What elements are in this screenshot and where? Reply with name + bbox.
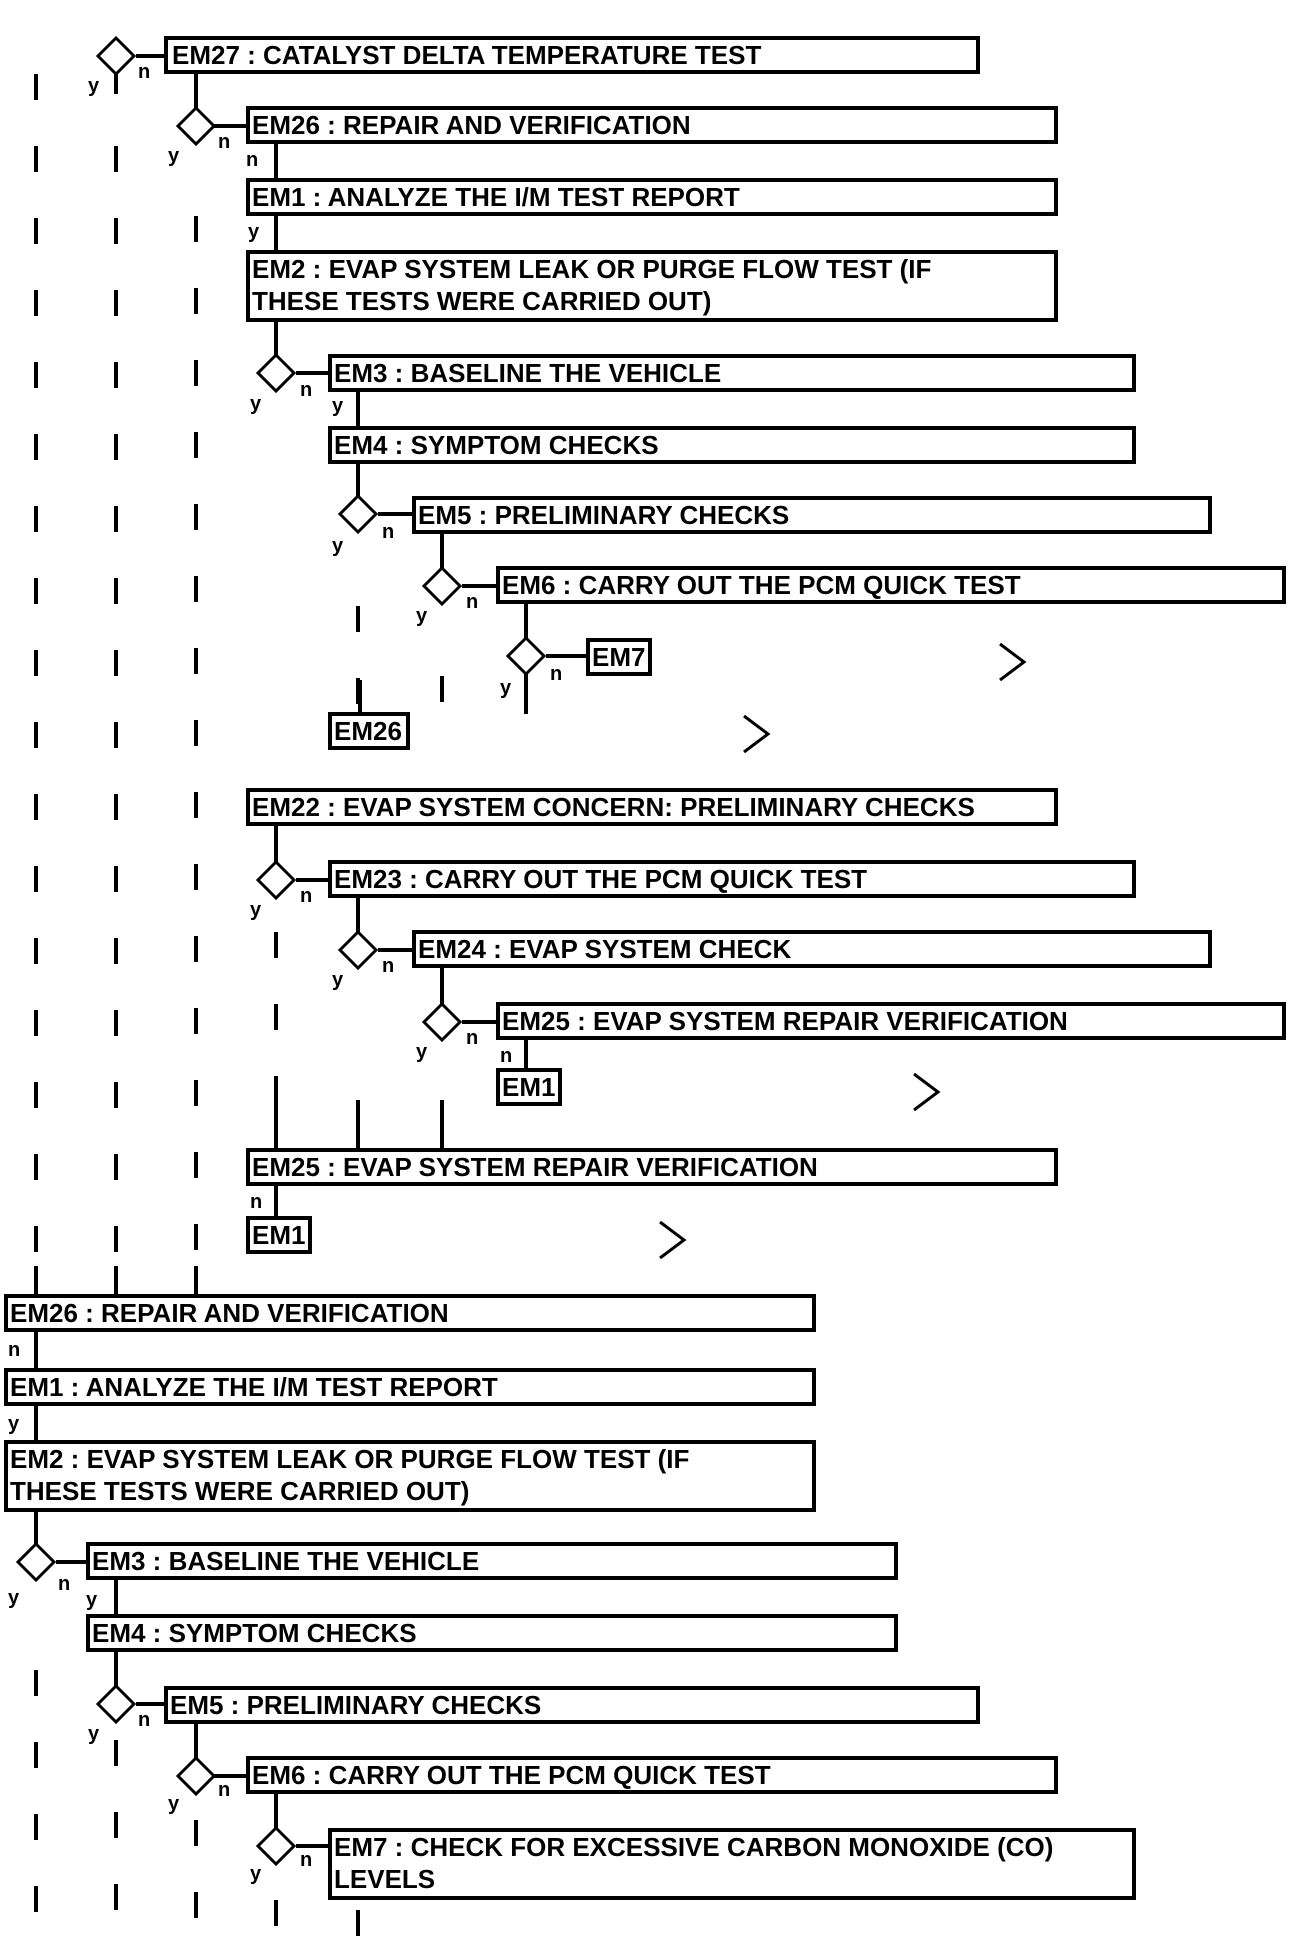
no-marker: n	[138, 61, 150, 83]
em1-label: EM1 : ANALYZE THE I/M TEST REPORT	[10, 1372, 498, 1402]
em7-ref-label: EM7	[592, 642, 645, 672]
no-marker: n	[300, 1849, 312, 1871]
decision-diamonds	[15, 35, 547, 1867]
em2-label-line1: EM2 : EVAP SYSTEM LEAK OR PURGE FLOW TES…	[10, 1444, 689, 1474]
em22-label: EM22 : EVAP SYSTEM CONCERN: PRELIMINARY …	[252, 792, 975, 822]
no-marker: n	[500, 1045, 512, 1067]
no-marker: n	[246, 149, 258, 171]
em24-label: EM24 : EVAP SYSTEM CHECK	[418, 934, 791, 964]
yes-marker: y	[248, 221, 260, 243]
yes-marker: y	[86, 1589, 98, 1611]
decision-diamond	[421, 565, 463, 607]
em7-label-line2: LEVELS	[334, 1864, 435, 1894]
decision-diamond	[337, 929, 379, 971]
yes-no-markers: y n y n n y y n y y n y n y n y n y n y …	[8, 61, 562, 1885]
em27-label: EM27 : CATALYST DELTA TEMPERATURE TEST	[172, 40, 761, 70]
em4-label: EM4 : SYMPTOM CHECKS	[92, 1618, 417, 1648]
em26-ref-label: EM26	[334, 716, 402, 746]
em26-label: EM26 : REPAIR AND VERIFICATION	[10, 1298, 449, 1328]
yes-marker: y	[332, 535, 344, 557]
no-marker: n	[8, 1339, 20, 1361]
em2-label-line2: THESE TESTS WERE CARRIED OUT)	[252, 286, 711, 316]
chevron-right-icon	[999, 642, 1027, 682]
em3-label: EM3 : BASELINE THE VEHICLE	[92, 1546, 479, 1576]
no-marker: n	[250, 1191, 262, 1213]
no-marker: n	[300, 885, 312, 907]
yes-marker: y	[8, 1413, 20, 1435]
em1-ref-label: EM1	[252, 1220, 305, 1250]
yes-marker: y	[88, 1723, 100, 1745]
yes-marker: y	[168, 145, 180, 167]
yes-marker: y	[332, 969, 344, 991]
yes-marker: y	[250, 393, 262, 415]
yes-marker: y	[250, 899, 262, 921]
em3-label: EM3 : BASELINE THE VEHICLE	[334, 358, 721, 388]
no-marker: n	[550, 663, 562, 685]
yes-marker: y	[88, 75, 100, 97]
em7-label-line1: EM7 : CHECK FOR EXCESSIVE CARBON MONOXID…	[334, 1832, 1053, 1862]
yes-marker: y	[416, 1041, 428, 1063]
em1-label: EM1 : ANALYZE THE I/M TEST REPORT	[252, 182, 740, 212]
chevron-right-icon	[743, 714, 771, 754]
connector-lines	[34, 54, 588, 1848]
decision-diamond	[337, 493, 379, 535]
em2-label-line1: EM2 : EVAP SYSTEM LEAK OR PURGE FLOW TES…	[252, 254, 931, 284]
em25-label: EM25 : EVAP SYSTEM REPAIR VERIFICATION	[502, 1006, 1068, 1036]
no-marker: n	[300, 379, 312, 401]
yes-marker: y	[168, 1793, 180, 1815]
yes-marker: y	[250, 1863, 262, 1885]
decision-diamond	[421, 1001, 463, 1043]
yes-marker: y	[8, 1587, 20, 1609]
decision-diamond	[175, 1755, 217, 1797]
no-marker: n	[218, 1779, 230, 1801]
em26-label: EM26 : REPAIR AND VERIFICATION	[252, 110, 691, 140]
em25-label: EM25 : EVAP SYSTEM REPAIR VERIFICATION	[252, 1152, 818, 1182]
decision-diamond	[95, 1683, 137, 1725]
decision-diamond	[15, 1541, 57, 1583]
em1-ref-label: EM1	[502, 1072, 555, 1102]
process-boxes[interactable]	[4, 36, 1286, 1900]
em23-label: EM23 : CARRY OUT THE PCM QUICK TEST	[334, 864, 867, 894]
no-marker: n	[138, 1709, 150, 1731]
chevron-right-icon	[659, 1220, 687, 1260]
yes-marker: y	[416, 605, 428, 627]
yes-marker: y	[332, 395, 344, 417]
em2-label-line2: THESE TESTS WERE CARRIED OUT)	[10, 1476, 469, 1506]
em6-label: EM6 : CARRY OUT THE PCM QUICK TEST	[502, 570, 1021, 600]
no-marker: n	[466, 1027, 478, 1049]
continuation-dashes	[34, 74, 444, 1936]
decision-diamond	[175, 105, 217, 147]
no-marker: n	[466, 591, 478, 613]
continuation-chevrons	[659, 642, 1027, 1260]
decision-diamond	[255, 859, 297, 901]
no-marker: n	[382, 521, 394, 543]
chevron-right-icon	[913, 1072, 941, 1112]
em5-label: EM5 : PRELIMINARY CHECKS	[170, 1690, 541, 1720]
yes-marker: y	[500, 677, 512, 699]
decision-diamond	[255, 352, 297, 394]
em6-label: EM6 : CARRY OUT THE PCM QUICK TEST	[252, 1760, 771, 1790]
decision-diamond	[95, 35, 137, 77]
em5-label: EM5 : PRELIMINARY CHECKS	[418, 500, 789, 530]
em4-label: EM4 : SYMPTOM CHECKS	[334, 430, 659, 460]
no-marker: n	[58, 1573, 70, 1595]
no-marker: n	[218, 131, 230, 153]
decision-diamond	[255, 1825, 297, 1867]
decision-diamond	[505, 635, 547, 677]
box-labels: EM27 : CATALYST DELTA TEMPERATURE TEST E…	[10, 40, 1068, 1894]
no-marker: n	[382, 955, 394, 977]
